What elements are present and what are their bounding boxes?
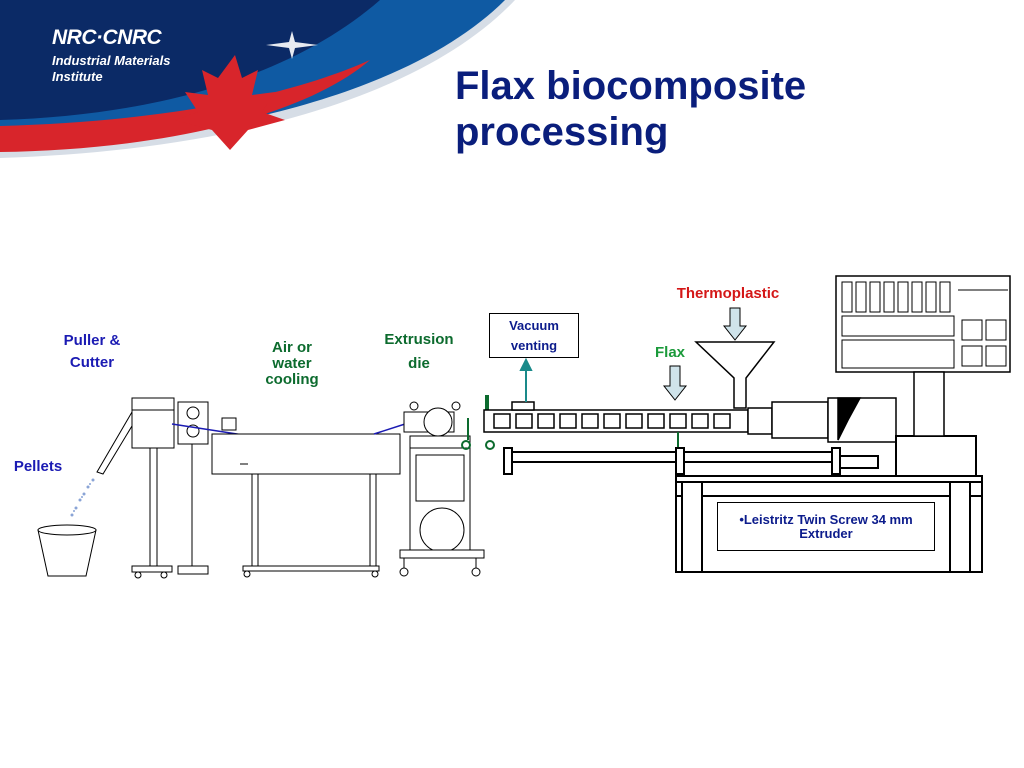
flax-arrow <box>662 365 688 401</box>
extruder-barrel <box>483 397 897 443</box>
label-cooling-line2: water <box>272 355 312 372</box>
label-thermoplastic: Thermoplastic <box>676 285 780 302</box>
falling-pellets <box>70 478 95 517</box>
die-valves <box>461 395 495 450</box>
nrc-cnrc-logo: NRC·CNRC <box>52 26 162 49</box>
thermoplastic-arrow <box>722 307 748 341</box>
label-vacuum-line1: Vacuum <box>509 318 559 333</box>
banner-red-band <box>0 60 370 152</box>
label-extruder-model: •Leistritz Twin Screw 34 mm Extruder <box>717 502 935 551</box>
label-vacuum-venting: Vacuum venting <box>489 313 579 358</box>
cooling-bath <box>211 433 401 578</box>
slide-title: Flax biocomposite processing <box>455 64 807 154</box>
institute-name-line1: Industrial Materials <box>52 53 171 68</box>
label-pellets: Pellets <box>13 458 63 475</box>
label-cooling-line1: Air or <box>271 339 312 356</box>
banner-navy-area <box>0 0 380 120</box>
label-puller-line1: Puller & <box>63 332 121 349</box>
label-die-line2: die <box>408 355 430 372</box>
label-extruder-line2: Extruder <box>799 526 853 541</box>
feed-hopper <box>694 341 776 409</box>
label-die-line1: Extrusion <box>384 331 454 348</box>
label-puller-cutter: Puller & Cutter <box>52 330 132 374</box>
maple-leaf-icon <box>175 55 285 150</box>
pellet-bucket <box>37 524 97 577</box>
label-extruder-line1: •Leistritz Twin Screw 34 mm <box>739 512 913 527</box>
label-flax: Flax <box>654 344 685 361</box>
institute-name-line2: Institute <box>52 69 103 84</box>
extrusion-die-stand <box>399 401 485 577</box>
label-vacuum-line2: venting <box>510 338 558 353</box>
label-cooling: Air or water cooling <box>252 340 332 388</box>
header-banner <box>0 0 515 158</box>
label-puller-line2: Cutter <box>69 354 115 371</box>
star-sparkle-icon <box>266 31 318 59</box>
vacuum-arrow <box>519 357 533 402</box>
label-extrusion-die: Extrusion die <box>374 328 464 376</box>
label-cooling-line3: cooling <box>265 371 319 388</box>
puller-cutter-machine <box>96 397 237 579</box>
barrel-zones <box>493 413 731 429</box>
strand-line-2 <box>373 423 406 435</box>
control-panel <box>835 275 1011 437</box>
